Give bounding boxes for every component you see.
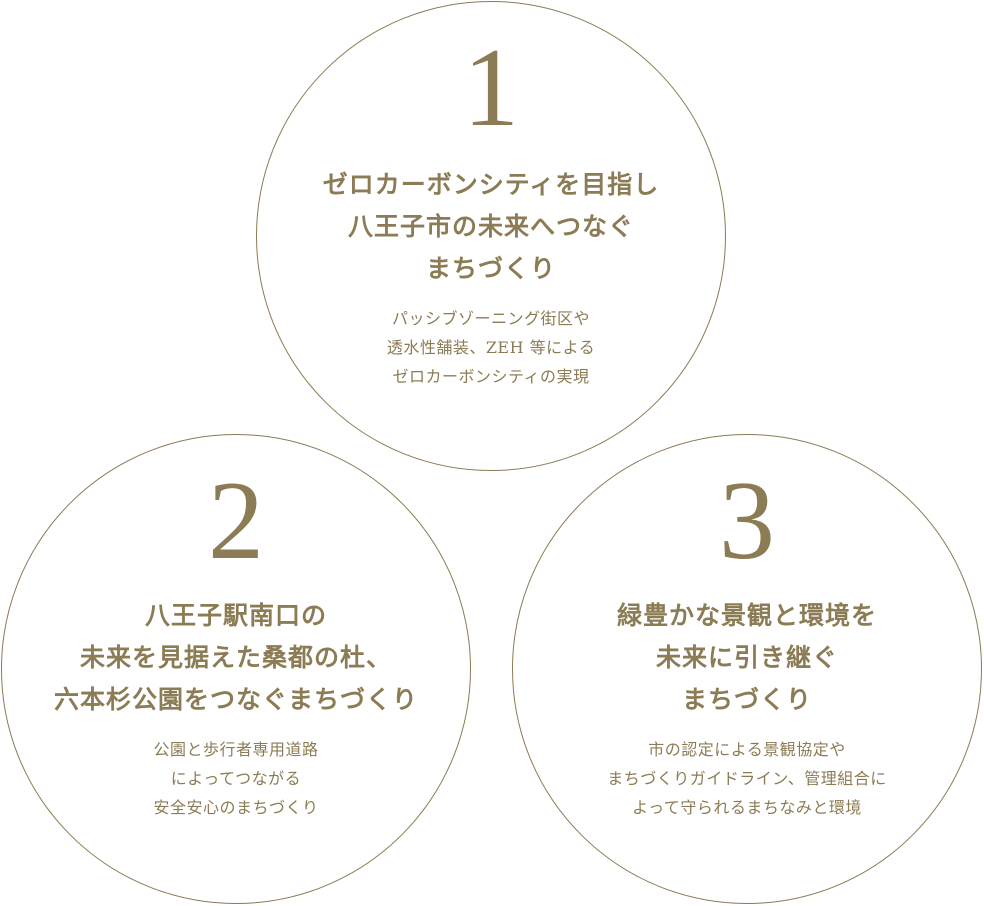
concept-number: 2 (208, 459, 264, 583)
concept-description: 公園と歩行者専用道路 によってつながる 安全安心のまちづくり (153, 740, 319, 817)
concept-title: 緑豊かな景観と環境を 未来に引き継ぐ まちづくり (616, 601, 877, 714)
concept-number: 1 (463, 26, 519, 150)
concept-circle-1: 1 ゼロカーボンシティを目指し 八王子市の未来へつなぐ まちづくり パッシブゾー… (256, 1, 726, 471)
concept-circle-2: 2 八王子駅南口の 未来を見据えた桑都の杜、 六本杉公園をつなぐまちづくり 公園… (1, 434, 471, 904)
concept-number: 3 (719, 459, 775, 583)
concept-description: 市の認定による景観協定や まちづくりガイドライン、管理組合に よって守られるまち… (607, 740, 887, 817)
concept-title: ゼロカーボンシティを目指し 八王子市の未来へつなぐ まちづくり (322, 170, 660, 283)
concept-circle-3: 3 緑豊かな景観と環境を 未来に引き継ぐ まちづくり 市の認定による景観協定や … (512, 434, 982, 904)
concept-title: 八王子駅南口の 未来を見据えた桑都の杜、 六本杉公園をつなぐまちづくり (53, 601, 418, 714)
concept-description: パッシブゾーニング街区や 透水性舗装、ZEH 等による ゼロカーボンシティの実現 (386, 309, 596, 386)
